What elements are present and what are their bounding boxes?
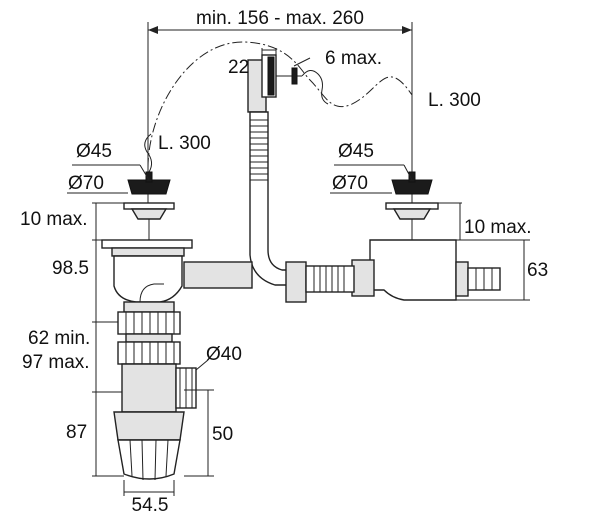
left-plug-dimensions: Ø45 Ø70 L. 300 bbox=[67, 133, 211, 194]
right-outlet-dia-label: Ø45 bbox=[338, 141, 374, 162]
trap-width-label: 54.5 bbox=[132, 495, 169, 516]
outlet-dimensions: Ø40 50 54.5 bbox=[123, 344, 242, 516]
chain-max-label: 6 max. bbox=[325, 48, 382, 69]
left-vertical-dimensions: 10 max. 98.5 62 min. 97 max. 87 bbox=[20, 202, 124, 477]
trap-adjust-max-label: 97 max. bbox=[22, 352, 90, 373]
chain-path bbox=[147, 41, 413, 170]
outlet-height-label: 50 bbox=[212, 424, 233, 445]
top-span-dimension: min. 156 - max. 260 bbox=[147, 8, 413, 215]
connecting-hose bbox=[285, 261, 355, 303]
right-plug-dimensions: Ø45 Ø70 L. 300 bbox=[330, 90, 481, 194]
right-flange-max-label: 10 max. bbox=[464, 217, 532, 238]
left-outlet-dia-label: Ø45 bbox=[76, 141, 112, 162]
right-plug-dia-label: Ø70 bbox=[332, 173, 368, 194]
left-chain-length-label: L. 300 bbox=[158, 133, 211, 154]
left-basin-waste bbox=[101, 171, 253, 303]
trap-adjust-min-label: 62 min. bbox=[28, 328, 90, 349]
right-height-label: 63 bbox=[527, 260, 548, 281]
overflow-hose bbox=[249, 111, 301, 286]
left-flange-max-label: 10 max. bbox=[20, 209, 88, 230]
left-plug-dia-label: Ø70 bbox=[68, 173, 104, 194]
top-span-label: min. 156 - max. 260 bbox=[196, 8, 364, 29]
bowl-height-label: 98.5 bbox=[52, 258, 89, 279]
outlet-dia-label: Ø40 bbox=[206, 344, 242, 365]
trap-height-label: 87 bbox=[66, 422, 87, 443]
right-basin-waste bbox=[351, 171, 501, 301]
overflow-head: 22 6 max. bbox=[228, 48, 382, 113]
right-vertical-dimensions: 10 max. 63 bbox=[438, 202, 548, 301]
right-chain-length-label: L. 300 bbox=[428, 90, 481, 111]
bottle-trap bbox=[113, 301, 197, 481]
overflow-width-label: 22 bbox=[228, 57, 249, 78]
